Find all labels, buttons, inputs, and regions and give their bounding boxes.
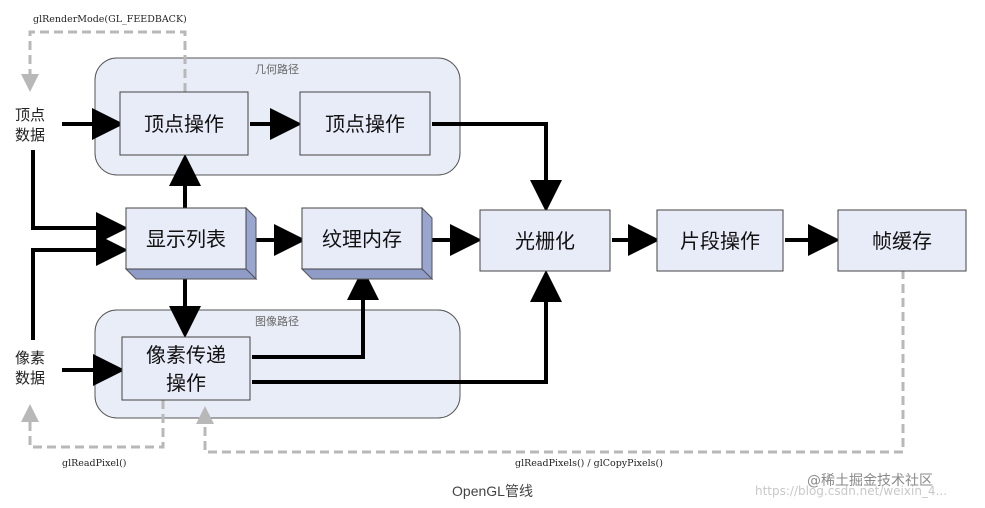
texture-memory-text: 纹理内存 [322, 227, 402, 251]
arrow-pixel-transfer-to-rasterization [252, 270, 562, 384]
read-copy-pixels-label: glReadPixels() / glCopyPixels() [515, 458, 663, 469]
pixel-transfer-box [121, 336, 251, 401]
feedback-mode-label: glRenderMode(GL_FEEDBACK) [33, 14, 187, 25]
display-list-box [124, 206, 258, 281]
read-copy-pixels-dashed-path [196, 270, 905, 454]
display-list-text: 显示列表 [146, 227, 226, 251]
pixel-data-label-line2: 数据 [15, 369, 45, 387]
feedback-dashed-path [21, 30, 187, 92]
frame-buffer-box [837, 209, 967, 272]
watermark-url: https://blog.csdn.net/weixin_4... [755, 484, 948, 498]
arrow-pixel-data-to-display-list [31, 234, 128, 340]
image-path-label: 图像路径 [255, 315, 299, 328]
watermark-text: @稀土掘金技术社区 [807, 473, 933, 489]
frame-buffer-text: 帧缓存 [872, 229, 932, 253]
read-pixel-dashed-path [21, 400, 165, 449]
fragment-ops-text: 片段操作 [680, 229, 760, 253]
texture-memory-box [300, 206, 434, 281]
geometry-path-label: 几何路径 [255, 63, 299, 76]
pixel-transfer-text-line1: 像素传递 [146, 343, 226, 367]
arrow-pixel-transfer-to-texture [252, 268, 379, 359]
vertex-op-2-text: 顶点操作 [325, 112, 405, 136]
vertex-data-label-line1: 顶点 [15, 106, 45, 124]
vertex-data-label-line2: 数据 [15, 126, 45, 144]
rasterization-box [479, 209, 611, 272]
rasterization-text: 光栅化 [515, 229, 575, 253]
vertex-op-1-text: 顶点操作 [144, 112, 224, 136]
arrow-vertex-op2-to-rasterization [432, 122, 562, 212]
pixel-data-label-line1: 像素 [15, 349, 45, 367]
arrow-vertex-data-to-display-list [31, 150, 128, 244]
figure-caption: OpenGL管线 [452, 483, 533, 499]
pixel-transfer-text-line2: 操作 [166, 371, 206, 395]
fragment-ops-box [656, 209, 784, 272]
vertex-op-box-2 [299, 91, 431, 156]
vertex-op-box-1 [119, 91, 249, 156]
read-pixel-label: glReadPixel() [62, 458, 127, 469]
